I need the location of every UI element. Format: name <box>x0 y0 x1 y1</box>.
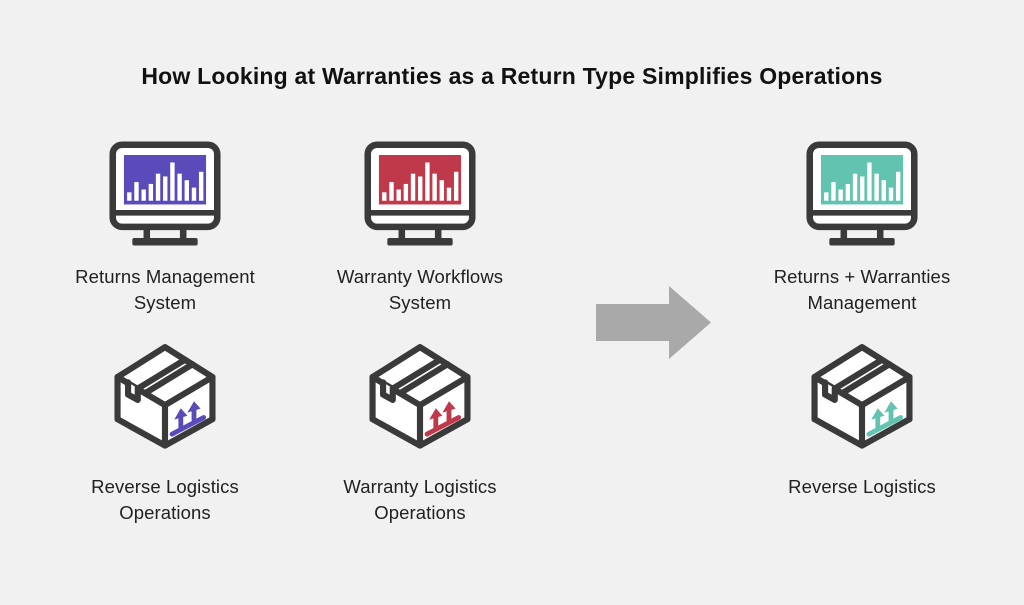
monitor-bar-chart-icon <box>806 141 918 247</box>
cell-label: Reverse Logistics <box>788 475 936 497</box>
cell-warranty-workflows-system: Warranty Workflows System <box>290 141 550 316</box>
package-box-icon <box>362 341 478 450</box>
cell-reverse-logistics-operations: Reverse Logistics Operations <box>35 341 295 526</box>
monitor-bar-chart-icon <box>109 141 221 247</box>
page-title: How Looking at Warranties as a Return Ty… <box>141 63 883 89</box>
cell-warranty-logistics-operations: Warranty Logistics Operations <box>290 341 550 526</box>
right-arrow-icon <box>596 286 711 359</box>
package-box-icon <box>107 341 223 450</box>
cell-reverse-logistics: Reverse Logistics <box>732 341 992 500</box>
cell-label: Returns + Warranties Management <box>773 266 951 314</box>
package-box-icon <box>804 341 920 450</box>
cell-label: Reverse Logistics Operations <box>91 475 239 523</box>
cell-returns-warranties-management: Returns + Warranties Management <box>732 141 992 316</box>
cell-label: Warranty Logistics Operations <box>343 475 497 523</box>
cell-returns-management-system: Returns Management System <box>35 141 295 316</box>
cell-label: Returns Management System <box>75 266 255 314</box>
cell-label: Warranty Workflows System <box>336 266 504 314</box>
monitor-bar-chart-icon <box>364 141 476 247</box>
